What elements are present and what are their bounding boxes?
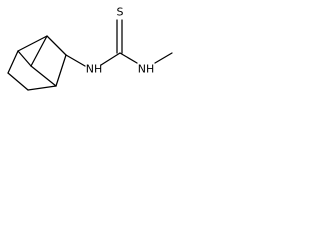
bond-c6-c1 xyxy=(7,72,29,91)
bond-c4-c5 xyxy=(55,54,67,87)
bond-c1-c2 xyxy=(7,50,19,74)
nh-atom-label-left: NH xyxy=(86,63,103,76)
norbornane-ring xyxy=(7,35,67,91)
bond-ring-n1 xyxy=(65,54,86,67)
bond-c5-c6 xyxy=(27,85,57,91)
bond-c2-c3 xyxy=(17,35,48,52)
sulfur-atom-label: S xyxy=(117,6,124,19)
thiourea-group xyxy=(65,19,173,67)
bond-c3-c4 xyxy=(46,35,67,56)
bond-n2-methyl xyxy=(154,52,173,64)
bond-n1-c xyxy=(100,52,121,66)
bond-bridge-b xyxy=(30,65,57,87)
bond-bridge-c xyxy=(30,35,48,67)
bond-c-n2 xyxy=(119,52,138,64)
nh-atom-label-right: NH xyxy=(138,63,155,76)
molecule-structure-diagram: S NH NH xyxy=(7,6,173,91)
bond-bridge-a xyxy=(17,50,32,67)
